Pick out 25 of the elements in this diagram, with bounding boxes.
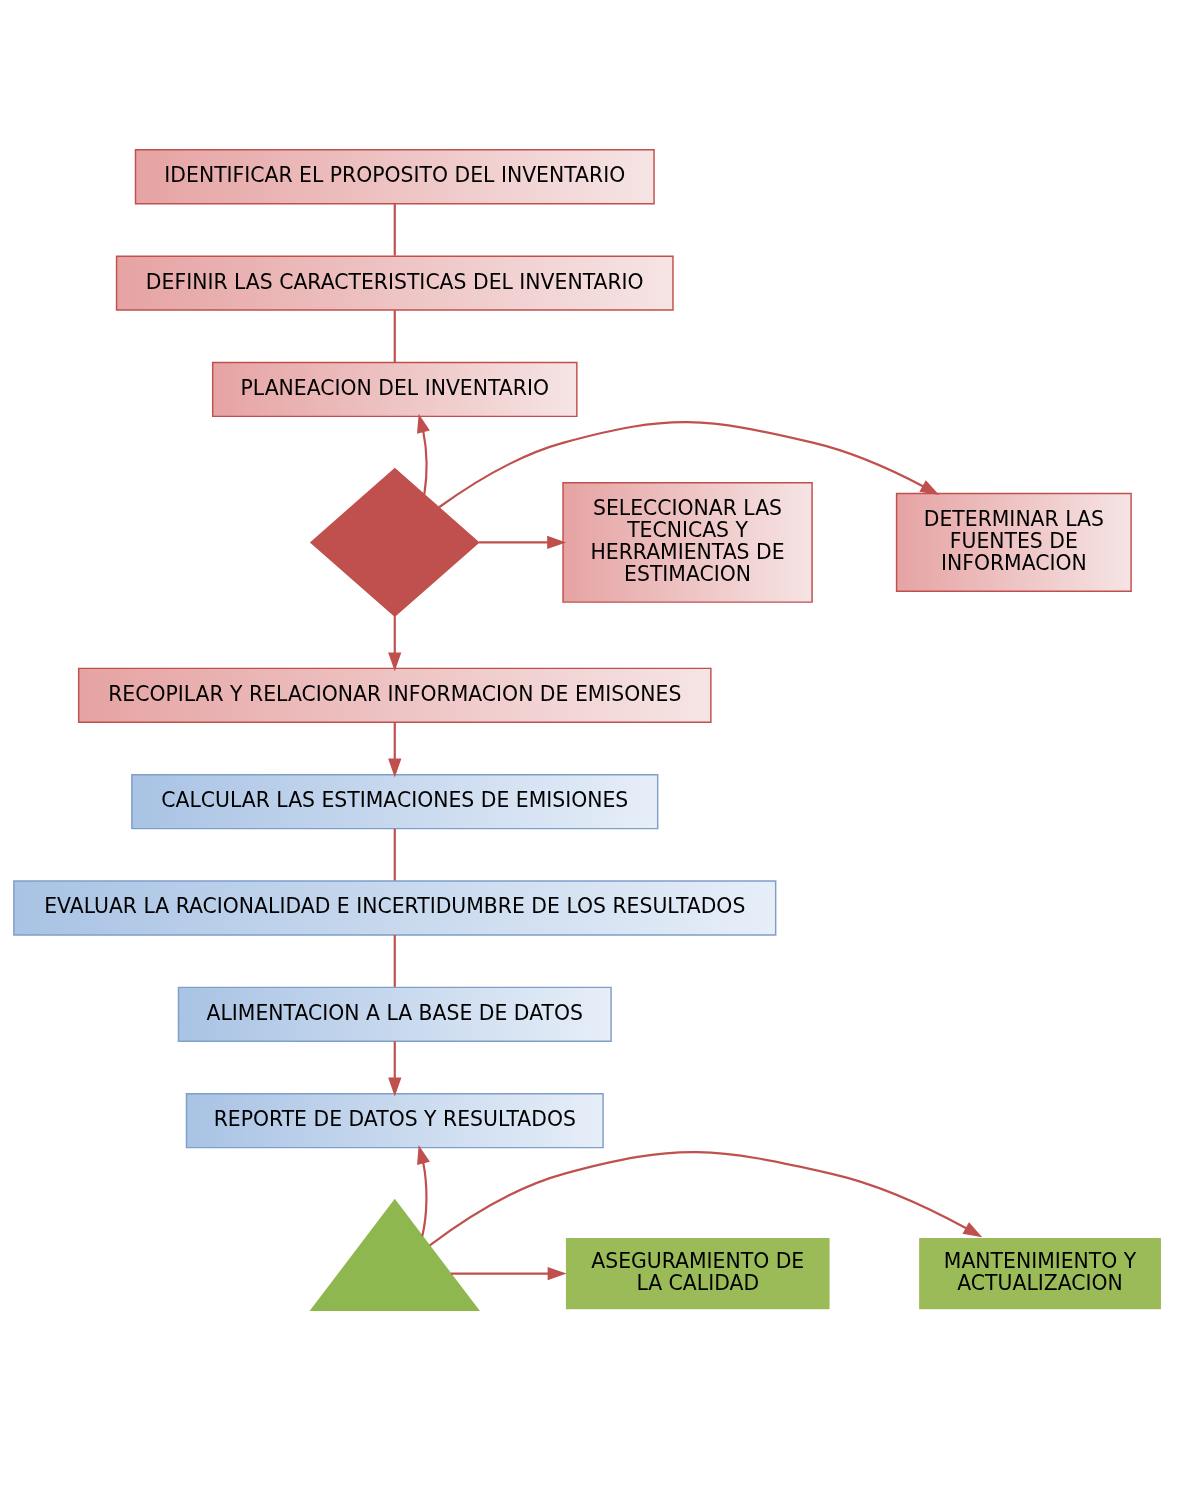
arrow: [388, 615, 402, 671]
connector: [393, 203, 396, 256]
node-box: RECOPILAR Y RELACIONAR INFORMACION DE EMISONES: [77, 667, 712, 723]
arrow: [451, 1266, 567, 1280]
connector: [393, 309, 396, 362]
arrow: [417, 413, 430, 495]
node-box: DETERMINAR LAS FUENTES DE INFORMACION: [895, 492, 1132, 592]
node-box: IDENTIFICAR EL PROPOSITO DEL INVENTARIO: [134, 148, 655, 204]
arrow: [388, 721, 402, 777]
node-box: ALIMENTACION A LA BASE DE DATOS: [177, 986, 612, 1042]
connector: [393, 828, 396, 881]
node-box: REPORTE DE DATOS Y RESULTADOS: [185, 1092, 604, 1148]
arrow: [429, 1150, 983, 1246]
connector: [393, 934, 396, 987]
node-box: DEFINIR LAS CARACTERISTICAS DEL INVENTARIO: [115, 254, 674, 311]
node-arrow: [309, 1198, 480, 1311]
arrow: [478, 535, 567, 549]
arrow: [438, 420, 940, 508]
node-box: EVALUAR LA RACIONALIDAD E INCERTIDUMBRE DE LOS RESULTADOS: [13, 879, 777, 936]
node-box: CALCULAR LAS ESTIMACIONES DE EMISIONES: [131, 773, 659, 829]
arrow: [388, 1040, 402, 1097]
node-box: SELECCIONAR LAS TECNICAS Y HERRAMIENTAS DE ESTIMACION: [562, 481, 813, 603]
node-cross: [309, 467, 480, 617]
node-box: PLANEACION DEL INVENTARIO: [211, 361, 578, 417]
arrow: [417, 1144, 430, 1236]
